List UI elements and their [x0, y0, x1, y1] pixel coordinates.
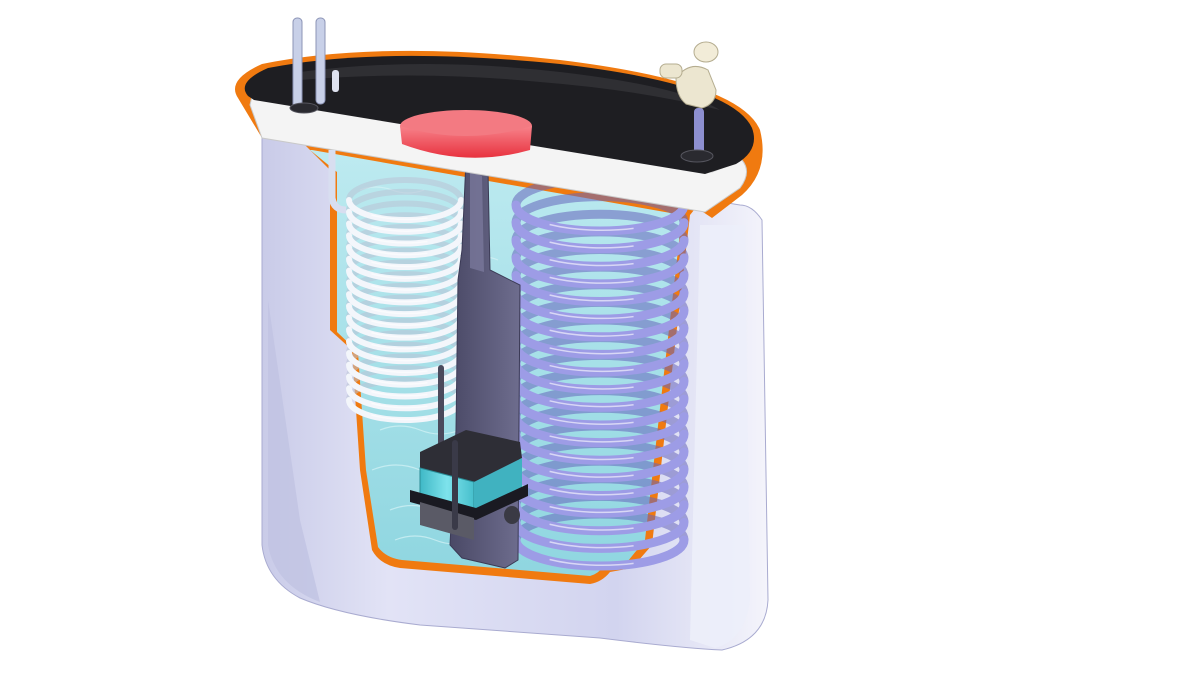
coil-back-turn: [346, 306, 464, 330]
coil-highlight: [549, 505, 634, 514]
tank-shell-shadow: [268, 300, 320, 602]
coil-back-turn: [346, 271, 464, 295]
coil-highlight: [371, 367, 428, 374]
red-plug: [400, 110, 532, 158]
fitting-cap: [693, 41, 719, 63]
coil-highlight: [371, 273, 428, 279]
coil-highlight: [371, 249, 428, 256]
coil-back-turn: [346, 212, 464, 236]
pump-top: [420, 430, 522, 482]
coil-back-turn: [346, 224, 464, 248]
coil-highlight: [371, 226, 428, 232]
coil-highlight: [371, 237, 428, 244]
tube-left: [292, 17, 303, 111]
tank-shell-highlight: [690, 225, 750, 648]
coil-highlight: [549, 417, 634, 425]
pump: [410, 430, 528, 540]
pump-rod: [452, 440, 458, 530]
coil-highlight: [371, 214, 428, 221]
coil-back-turn: [346, 329, 464, 354]
coil-highlight: [371, 261, 428, 268]
coil-highlight: [371, 296, 428, 303]
tube-stub: [332, 70, 339, 92]
coil-back-turn: [511, 192, 689, 224]
coil-highlight: [549, 435, 634, 443]
pump-side: [474, 458, 522, 512]
bracket-face: [470, 170, 484, 272]
coil-highlight: [549, 329, 634, 337]
coil-highlight: [371, 331, 428, 338]
plug-body: [400, 126, 532, 158]
tube-right: [315, 17, 326, 105]
coil-highlight: [371, 320, 428, 327]
coil-back-turn: [346, 200, 464, 224]
lid-top-sheen: [300, 64, 720, 110]
coil-back-turn: [346, 353, 464, 377]
coil-back-turn: [346, 247, 464, 271]
coil-back-turn: [346, 259, 464, 283]
coil-back-turn: [346, 188, 464, 213]
coil-back-turn: [346, 341, 464, 366]
coil-highlight: [371, 378, 428, 385]
tube-down: [328, 150, 347, 214]
coil-highlight: [549, 452, 634, 461]
coil-back-turn: [346, 282, 464, 307]
coil-back-turn: [346, 365, 464, 389]
fitting-collar: [680, 149, 714, 163]
coil-highlight: [371, 343, 428, 350]
coil-highlight: [371, 390, 428, 397]
purple-coil: [511, 174, 689, 571]
fitting-elbow: [675, 65, 717, 109]
coil-highlight: [371, 402, 428, 409]
coil-highlight: [549, 259, 634, 267]
coil-back-turn: [346, 177, 464, 201]
pump-strap: [410, 484, 528, 520]
elbow-fitting: [659, 41, 719, 163]
coil-highlight: [371, 414, 428, 421]
coil-back-turn: [511, 209, 689, 241]
coil-back-turn: [346, 318, 464, 342]
coil-highlight: [549, 400, 634, 408]
tube-collar: [289, 102, 319, 114]
pump-base: [420, 502, 474, 540]
coil-highlight: [371, 308, 428, 315]
coil-highlight: [549, 541, 634, 549]
inlet-tubes: [289, 17, 347, 214]
fitting-pipe: [694, 108, 704, 158]
coil-highlight: [549, 488, 634, 496]
coil-highlight: [549, 241, 634, 249]
coil-highlight: [371, 355, 428, 362]
coil-highlight: [549, 223, 634, 232]
coil-back-turn: [346, 294, 464, 319]
clear-coil: [346, 177, 464, 423]
coil-highlight: [549, 470, 634, 478]
coil-highlight: [549, 364, 634, 373]
coil-highlight: [549, 347, 634, 355]
pump-outlet: [504, 506, 520, 524]
coil-highlight: [549, 382, 634, 390]
coil-highlight: [549, 311, 634, 320]
coil-back-turn: [346, 235, 464, 260]
coil-back-turn: [346, 377, 464, 401]
coil-highlight: [549, 276, 634, 284]
fitting-nozzle: [659, 63, 683, 79]
coil-highlight: [371, 284, 428, 291]
coil-highlight: [549, 523, 634, 531]
coil-highlight: [549, 294, 634, 302]
coil-highlight: [549, 558, 634, 567]
